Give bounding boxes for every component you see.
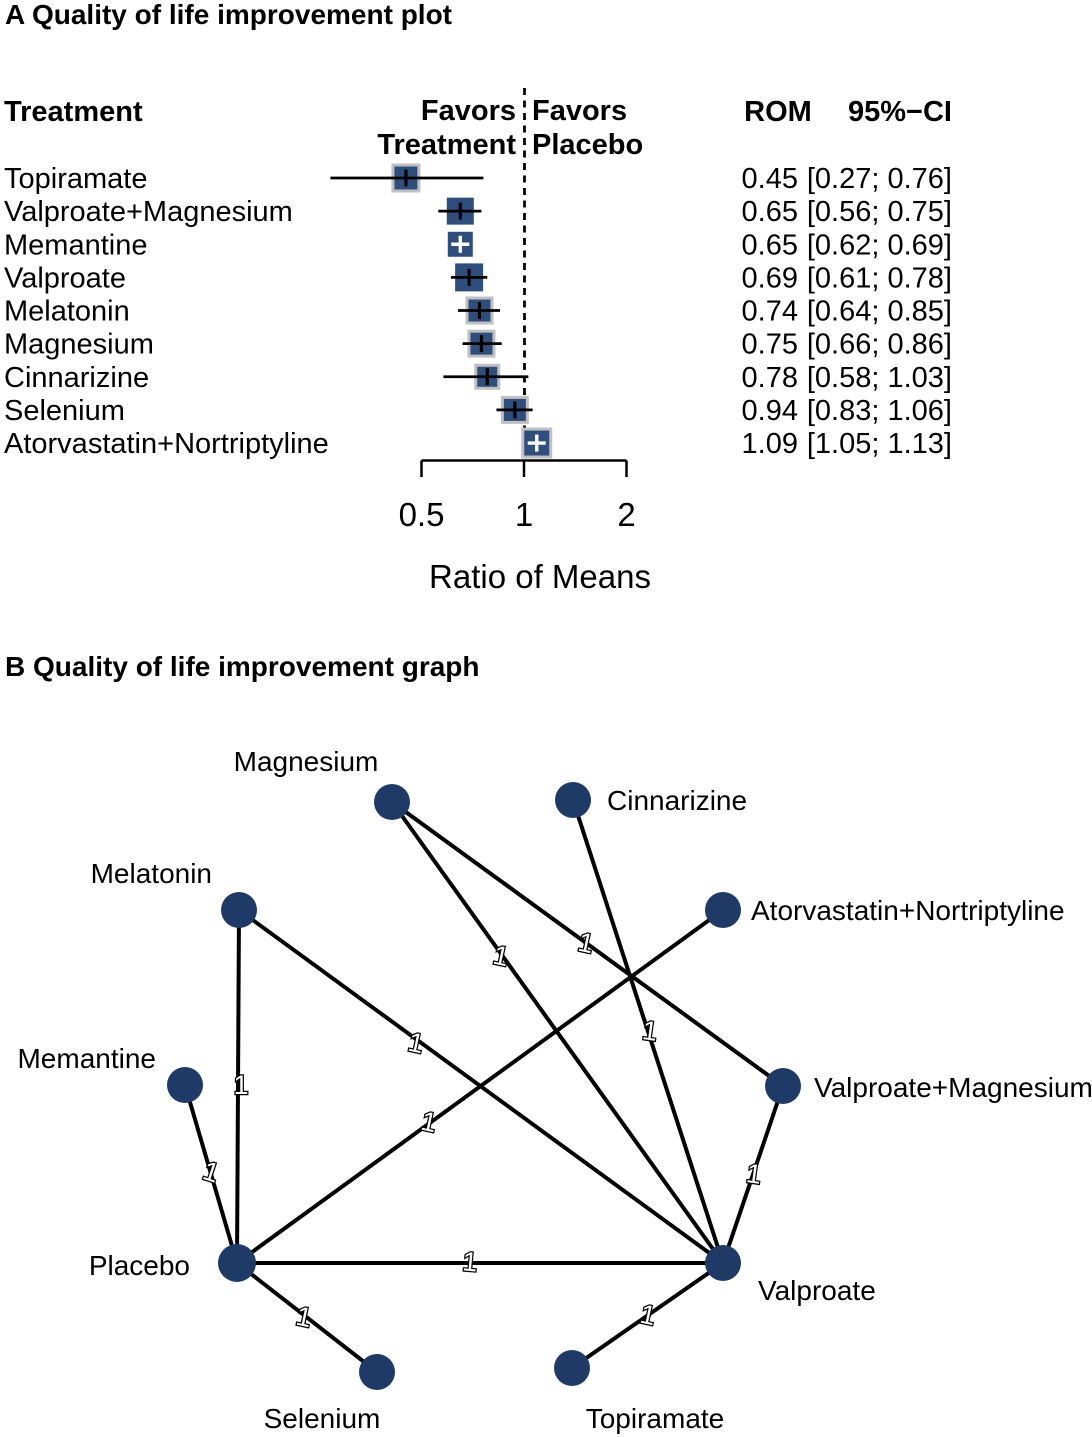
forest-row: Magnesium 0.75 [0.66; 0.86] bbox=[4, 329, 952, 361]
node-label: Memantine bbox=[17, 1043, 156, 1074]
favors-placebo-line2: Placebo bbox=[532, 129, 643, 161]
panel-b-title: B Quality of life improvement graph bbox=[5, 651, 480, 682]
rom-value: 0.78 bbox=[742, 362, 798, 394]
node-label: Magnesium bbox=[234, 746, 379, 777]
treatment-node bbox=[555, 782, 591, 818]
edge-study-count-label: 1 bbox=[640, 1015, 659, 1047]
ci-value: [0.58; 1.03] bbox=[807, 362, 952, 394]
ci-column-header: 95%−CI bbox=[848, 96, 952, 128]
edge-study-count-label: 1 bbox=[461, 1246, 479, 1277]
rom-value: 0.94 bbox=[742, 395, 798, 427]
treatment-node bbox=[705, 1245, 741, 1281]
network-edge bbox=[390, 800, 725, 1265]
rom-value: 0.65 bbox=[742, 196, 798, 228]
forest-row: Topiramate 0.45 [0.27; 0.76] bbox=[4, 163, 952, 195]
treatment-node bbox=[705, 892, 741, 928]
ci-value: [0.61; 0.78] bbox=[807, 262, 952, 294]
treatment-label: Atorvastatin+Nortriptyline bbox=[4, 428, 329, 460]
ci-value: [0.27; 0.76] bbox=[807, 163, 952, 195]
network-edge bbox=[235, 909, 241, 1264]
x-tick-label: 0.5 bbox=[399, 496, 445, 533]
edge-study-count-label: 1 bbox=[638, 1299, 659, 1331]
treatment-node bbox=[374, 784, 410, 820]
network-edge bbox=[390, 800, 785, 1088]
network-graph-panel: B Quality of life improvement graph 1 1 1 1 1… bbox=[5, 651, 1092, 1434]
forest-row: Atorvastatin+Nortriptyline 1.09 [1.05; 1.1… bbox=[4, 427, 952, 460]
treatment-label: Cinnarizine bbox=[4, 362, 149, 394]
ci-value: [0.64; 0.85] bbox=[807, 296, 952, 328]
edge-study-count-label: 1 bbox=[744, 1158, 763, 1190]
forest-row: Selenium 0.94 [0.83; 1.06] bbox=[4, 395, 952, 427]
node-label: Topiramate bbox=[586, 1403, 725, 1434]
panel-a-title: A Quality of life improvement plot bbox=[5, 0, 452, 30]
node-label: Placebo bbox=[89, 1250, 190, 1281]
x-tick-label: 1 bbox=[515, 496, 533, 533]
rom-column-header: ROM bbox=[744, 96, 812, 128]
treatment-label: Selenium bbox=[4, 395, 125, 427]
forest-row: Valproate+Magnesium 0.65 [0.56; 0.75] bbox=[4, 196, 952, 228]
rom-value: 0.65 bbox=[742, 229, 798, 261]
network-edge bbox=[235, 908, 725, 1265]
rom-value: 0.69 bbox=[742, 262, 798, 294]
network-edge bbox=[571, 799, 725, 1264]
x-tick-label: 2 bbox=[617, 496, 635, 533]
treatment-node bbox=[167, 1067, 203, 1103]
rom-value: 0.74 bbox=[742, 296, 798, 328]
node-label: Valproate+Magnesium bbox=[814, 1072, 1092, 1103]
node-label: Cinnarizine bbox=[607, 785, 747, 816]
network-edge bbox=[183, 1084, 239, 1264]
x-axis: 0.5 1 2 bbox=[399, 459, 636, 533]
treatment-label: Valproate+Magnesium bbox=[4, 196, 293, 228]
forest-plot-panel: A Quality of life improvement plotTreatm… bbox=[4, 0, 952, 595]
rom-value: 0.45 bbox=[742, 163, 798, 195]
ci-value: [1.05; 1.13] bbox=[807, 428, 952, 460]
edge-study-count-label: 1 bbox=[199, 1155, 223, 1188]
treatment-label: Topiramate bbox=[4, 163, 147, 195]
treatment-node bbox=[218, 1244, 256, 1282]
treatment-label: Melatonin bbox=[4, 296, 130, 328]
treatment-node bbox=[359, 1354, 395, 1390]
edge-study-count-label: 1 bbox=[576, 927, 597, 959]
edge-study-count-label: 1 bbox=[294, 1301, 315, 1333]
edge-study-count-label: 1 bbox=[419, 1106, 440, 1138]
treatment-node bbox=[221, 892, 257, 928]
rom-value: 1.09 bbox=[742, 428, 798, 460]
network-edge bbox=[235, 1261, 379, 1374]
ci-value: [0.56; 0.75] bbox=[807, 196, 952, 228]
x-axis-title: Ratio of Means bbox=[429, 558, 651, 595]
edge-study-count-label: 1 bbox=[233, 1070, 248, 1100]
treatment-label: Memantine bbox=[4, 229, 147, 261]
network-edge bbox=[570, 1261, 725, 1370]
forest-row: Cinnarizine 0.78 [0.58; 1.03] bbox=[4, 362, 952, 394]
forest-row: Melatonin 0.74 [0.64; 0.85] bbox=[4, 296, 952, 328]
treatment-label: Magnesium bbox=[4, 329, 154, 361]
node-label: Valproate bbox=[758, 1275, 876, 1306]
favors-treatment-line2: Treatment bbox=[377, 129, 516, 161]
favors-treatment-line1: Favors bbox=[421, 95, 516, 127]
favors-placebo-line1: Favors bbox=[532, 95, 627, 127]
treatment-node bbox=[765, 1068, 801, 1104]
network-edge bbox=[721, 1085, 785, 1264]
treatment-column-header: Treatment bbox=[4, 96, 143, 128]
node-label: Melatonin bbox=[91, 858, 212, 889]
node-label: Selenium bbox=[264, 1403, 381, 1434]
ci-value: [0.62; 0.69] bbox=[807, 229, 952, 261]
ci-value: [0.66; 0.86] bbox=[807, 329, 952, 361]
ci-value: [0.83; 1.06] bbox=[807, 395, 952, 427]
treatment-node bbox=[554, 1350, 590, 1386]
forest-row: Valproate 0.69 [0.61; 0.78] bbox=[4, 262, 952, 294]
node-label: Atorvastatin+Nortriptyline bbox=[751, 895, 1065, 926]
treatment-label: Valproate bbox=[4, 262, 126, 294]
rom-value: 0.75 bbox=[742, 329, 798, 361]
forest-row: Memantine 0.65 [0.62; 0.69] bbox=[4, 229, 952, 261]
